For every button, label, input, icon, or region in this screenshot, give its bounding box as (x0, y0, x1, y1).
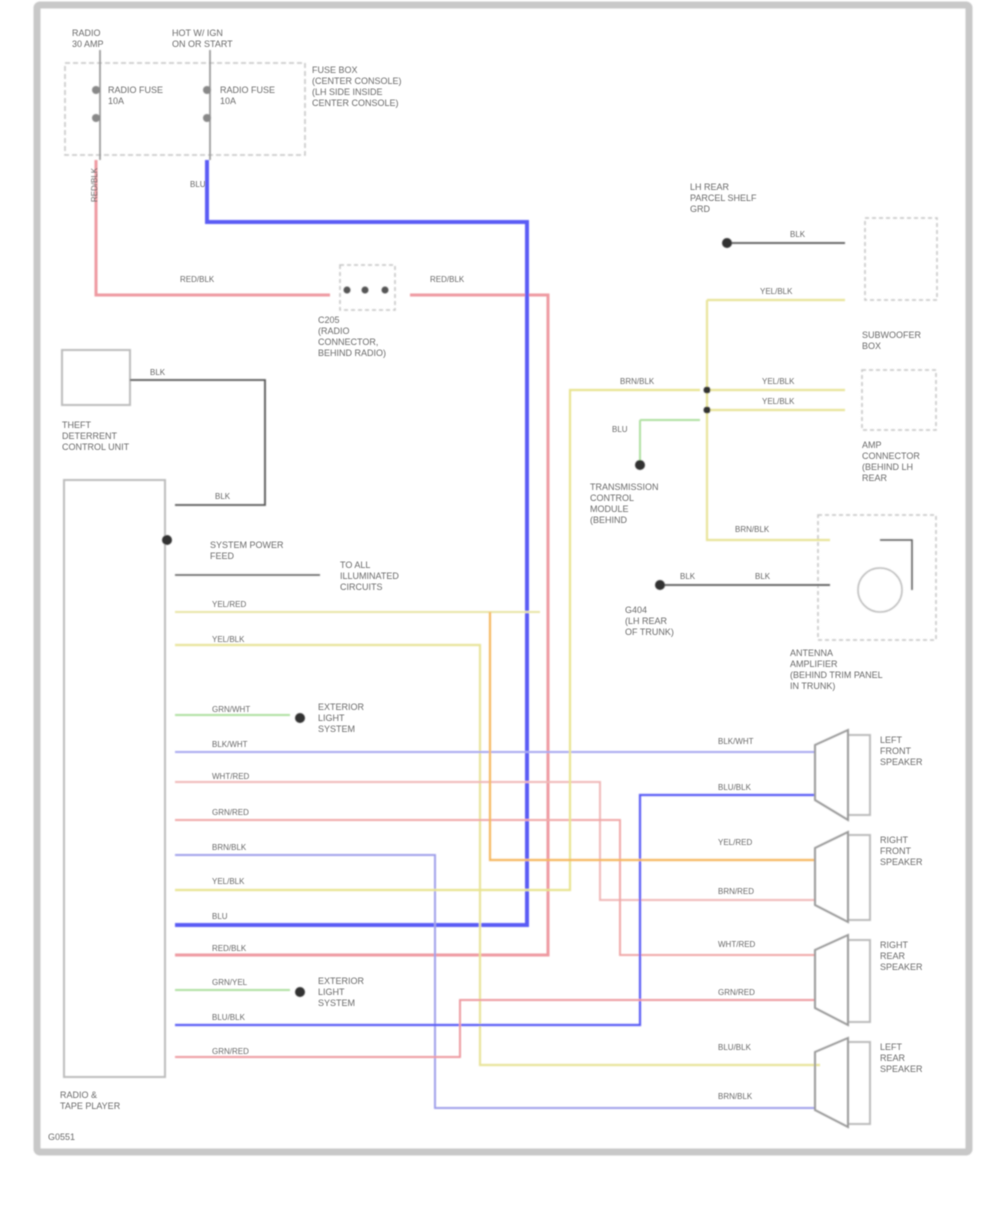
radio-box (63, 479, 166, 1078)
radio-wire-label: GRN/WHT (212, 705, 251, 714)
speaker-left-rear (814, 1036, 871, 1129)
speaker-left-front (814, 728, 871, 822)
speaker-wire-label: WHT/RED (718, 940, 756, 949)
radio-wire-label: BLK/WHT (212, 740, 248, 749)
radio-wire-label: BLU (212, 912, 228, 921)
speaker-wire-label: BRN/BLK (718, 1092, 753, 1101)
speaker-right-rear (814, 933, 871, 1027)
wire-label-yel-amp2: YEL/BLK (762, 397, 795, 406)
radio-wire-label: RED/BLK (212, 944, 247, 953)
radio-label: RADIO &TAPE PLAYER (60, 1090, 121, 1111)
diagram-frame (33, 1, 973, 1156)
radio-wire-label: BLU/BLK (212, 1013, 245, 1022)
wire-label-red-mid: RED/BLK (180, 275, 215, 284)
theft-deterrent-box (61, 349, 131, 406)
subwoofer-box (864, 217, 938, 301)
radio-wire-label: YEL/BLK (212, 635, 245, 644)
radio-wire-label: GRN/YEL (212, 978, 248, 987)
radio-wire-label: WHT/RED (212, 772, 250, 781)
wire-label-gnd-radio: BLK (215, 492, 231, 501)
wire-blue-feed (175, 160, 529, 927)
wire-label-brn-ant: BRN/BLK (735, 525, 770, 534)
wire-label-red-right: RED/BLK (430, 275, 465, 284)
wire-label-yel-sub: YEL/BLK (760, 287, 793, 296)
figure-id: G0551 (48, 1132, 76, 1142)
wire-label-brn-trans: BRN/BLK (620, 377, 655, 386)
speaker-wire-label: BLU/BLK (718, 783, 751, 792)
wire-red-feed (94, 160, 550, 957)
wire-label-yel-amp1: YEL/BLK (762, 377, 795, 386)
wire-label-red-left: RED/BLK (90, 167, 100, 203)
wire-label-blk-amp: BLK (790, 230, 806, 239)
radio-wire-label: GRN/RED (212, 1047, 249, 1056)
wire-label-gnd-theft: BLK (150, 368, 166, 377)
fuse-holder (339, 264, 396, 311)
wire-label-blue-top: BLU (190, 180, 206, 189)
wire-label-blu-trans: BLU (612, 425, 628, 434)
amp-connector-box (861, 369, 937, 431)
radio-wire-label: GRN/RED (212, 808, 249, 817)
wire-label-blk-ant: BLK (680, 572, 696, 581)
speaker-wire-label: BLU/BLK (718, 1043, 751, 1052)
speaker-right-front (814, 830, 871, 924)
speaker-wire-label: GRN/RED (718, 988, 755, 997)
speaker-wire-label: BLK/WHT (718, 737, 754, 746)
wire-theft-gnd (130, 379, 266, 506)
fuse-box (64, 62, 306, 156)
speaker-wire-label: BRN/RED (718, 887, 755, 896)
wire-label-blk-ant2: BLK (755, 572, 771, 581)
antenna-amp-box (817, 514, 937, 641)
radio-wire-label: YEL/BLK (212, 877, 245, 886)
radio-wire-label: YEL/RED (212, 600, 247, 609)
radio-wire-label: BRN/BLK (212, 843, 247, 852)
speaker-wire-label: YEL/RED (718, 838, 753, 847)
